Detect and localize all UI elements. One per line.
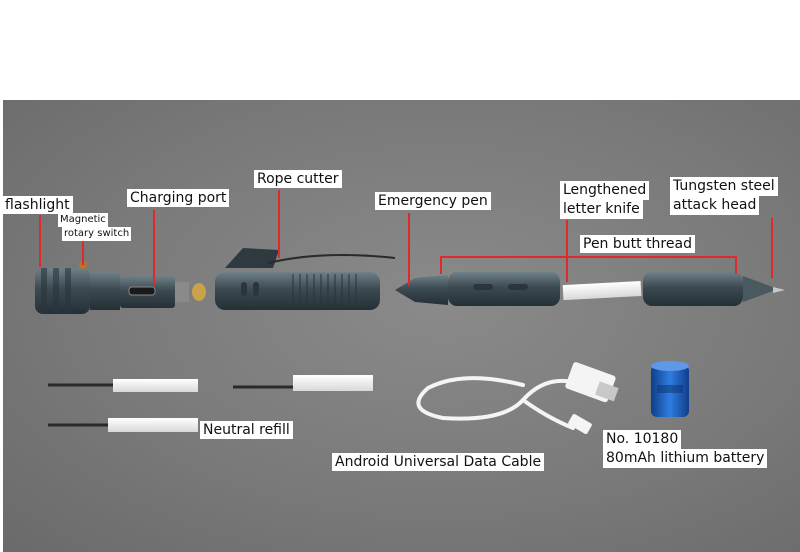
thread-bracket-top (440, 256, 737, 258)
charging-port-leader (153, 210, 155, 285)
emergency-pen-leader (408, 213, 410, 285)
magnetic-switch-leader (82, 237, 84, 265)
neutral-refill-label: Neutral refill (200, 421, 293, 439)
letter-knife-label-line1: Lengthened (560, 181, 650, 200)
battery (651, 361, 689, 417)
letter-knife-leader (566, 220, 568, 282)
pen-barrel (215, 248, 396, 310)
data-cable-label: Android Universal Data Cable (332, 453, 545, 471)
thread-bracket-right (735, 256, 737, 274)
letter-knife-label-line2: letter knife (560, 200, 643, 219)
flashlight-section (35, 261, 206, 314)
tungsten-head-leader (771, 218, 773, 278)
flashlight-leader (39, 215, 41, 267)
pen-butt-thread-label: Pen butt thread (580, 235, 695, 253)
emergency-pen-section (395, 272, 560, 306)
usb-plugs (565, 362, 619, 434)
battery-label-line2: 80mAh lithium battery (603, 449, 768, 468)
refills (48, 375, 373, 432)
tactical-pen-parts-illustration (35, 248, 785, 434)
rope-cutter-leader (278, 190, 280, 258)
tungsten-head-label-line2: attack head (670, 196, 760, 215)
emergency-pen-label: Emergency pen (375, 192, 491, 210)
tungsten-head-label-line1: Tungsten steel (670, 177, 778, 196)
letter-knife (562, 281, 642, 301)
charging-port-label: Charging port (127, 189, 230, 207)
product-photo (3, 100, 800, 552)
usb-cable (416, 376, 585, 430)
magnetic-switch-label-line1: Magnetic (58, 213, 108, 227)
rope-cutter-label: Rope cutter (254, 170, 342, 188)
thread-bracket-left (440, 256, 442, 274)
battery-label-line1: No. 10180 (603, 430, 682, 449)
tungsten-head (643, 272, 785, 306)
flashlight-label: flashlight (2, 196, 73, 214)
magnetic-switch-label-line2: rotary switch (62, 227, 132, 241)
